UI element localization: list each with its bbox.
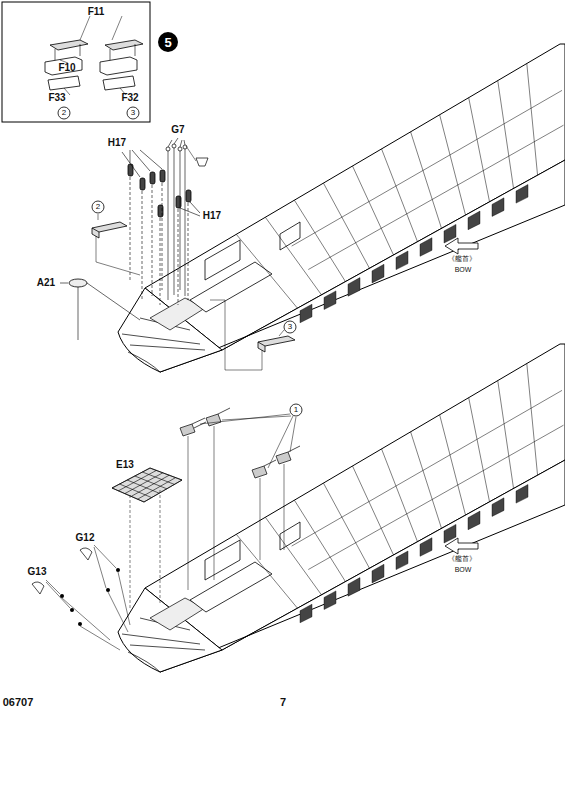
part-number: A21 <box>37 278 55 288</box>
part-number: H17 <box>108 138 126 148</box>
part-number: G7 <box>171 125 184 135</box>
page-number: 7 <box>280 697 286 708</box>
bow-label: BOW <box>455 566 472 573</box>
callout-number: 3 <box>131 109 135 117</box>
part-number: F10 <box>58 63 75 73</box>
part-number: F33 <box>48 93 65 103</box>
part-number: G12 <box>76 533 95 543</box>
bow-label: 《艦首》 <box>448 255 476 262</box>
part-number: E13 <box>116 460 134 470</box>
callout-number: 1 <box>294 406 298 414</box>
callout-number: 2 <box>62 109 66 117</box>
callout-number: 2 <box>96 203 100 211</box>
callout-number: 3 <box>288 323 292 331</box>
part-number: F32 <box>121 93 138 103</box>
bow-label: 《艦首》 <box>448 555 476 562</box>
part-number: G13 <box>28 567 47 577</box>
bow-label: BOW <box>455 266 472 273</box>
step-number: 5 <box>164 36 171 49</box>
kit-number: 06707 <box>3 697 34 708</box>
part-number: H17 <box>203 211 221 221</box>
part-number: F11 <box>88 7 105 17</box>
